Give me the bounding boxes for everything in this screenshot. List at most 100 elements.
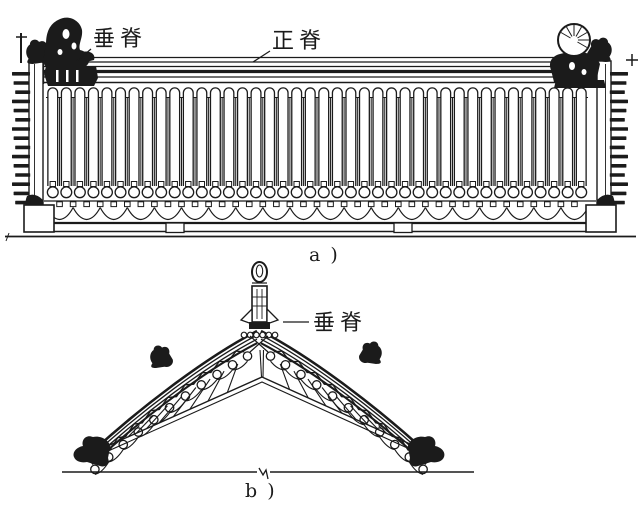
walking-beast-bar	[15, 173, 31, 177]
slope-beast-right	[359, 341, 382, 364]
tile-end-disc	[534, 186, 547, 199]
figure-b-generated-roof	[90, 329, 428, 475]
fan-tile-line	[307, 378, 327, 407]
tile-cap	[293, 181, 300, 187]
tile-cap	[347, 181, 355, 187]
hip-ridge-line	[260, 334, 427, 457]
drip-scallop	[208, 207, 237, 221]
tile-cap	[334, 181, 341, 187]
vertical-ridge-face	[28, 60, 44, 214]
ground-break-gap	[257, 466, 270, 478]
chevron-outer-line	[91, 376, 431, 454]
chiwen-body	[550, 51, 600, 82]
finial-stem	[251, 285, 268, 323]
fan-tile-line	[293, 370, 309, 399]
band-scallop	[270, 360, 424, 475]
fan-tile-line	[172, 387, 197, 417]
label-chuiji-b: 垂脊	[313, 311, 367, 336]
finial-orb-inner	[255, 264, 264, 278]
tile-end-disc	[358, 186, 371, 199]
roof-tile	[304, 87, 316, 186]
merlon	[462, 201, 470, 208]
walking-beast-bar	[15, 118, 31, 122]
label-zhengji: 正脊	[272, 29, 326, 54]
merlon	[449, 201, 456, 208]
walking-beast-bar	[13, 136, 29, 140]
fan-tile-line	[207, 370, 225, 402]
walking-beast-bar	[13, 164, 29, 168]
roof-tile	[291, 87, 303, 186]
tile-end-disc	[277, 186, 290, 199]
merlon	[259, 201, 267, 208]
drip-scallop	[262, 207, 291, 221]
roof-tile	[169, 87, 181, 186]
merlon	[56, 201, 63, 208]
tile-end-disc	[412, 186, 425, 199]
merlon	[327, 201, 334, 208]
merlon	[557, 201, 565, 208]
roof-tile	[264, 87, 276, 186]
tile-cap	[252, 181, 260, 187]
tile-end-disc	[141, 186, 154, 199]
band-disc	[227, 359, 238, 370]
tile-cap	[266, 181, 273, 187]
tile-end-disc	[73, 186, 86, 199]
pedestal-slit	[66, 70, 69, 82]
tile-end-disc	[87, 186, 100, 199]
curl-hatch-lines	[560, 25, 589, 48]
roof-tile	[331, 87, 343, 186]
band-disc	[280, 359, 291, 370]
beam-support-block	[393, 222, 413, 234]
eave-tip-ornament-right	[407, 436, 445, 467]
tile-end-disc	[426, 186, 439, 199]
band-disc	[389, 439, 400, 450]
roof-tile	[372, 87, 384, 186]
band-disc	[327, 391, 338, 401]
walking-beast-bar	[12, 182, 30, 186]
chiwen-marking	[62, 29, 70, 39]
merlon	[489, 201, 497, 208]
tile-end-disc	[439, 186, 452, 199]
walking-beast-bar	[13, 108, 29, 113]
merlon	[218, 201, 226, 208]
fan-tile-line	[226, 363, 239, 393]
merlon	[340, 201, 348, 208]
roof-tile	[155, 87, 167, 186]
walking-beast-bar	[12, 72, 30, 76]
roof-tile	[399, 87, 411, 186]
figure-a-main-ridge-elevation: 垂脊 正脊 a )	[5, 17, 638, 266]
drip-scallop	[316, 207, 345, 221]
walking-beast-bar	[15, 90, 31, 94]
fan-tile-line	[364, 415, 379, 430]
roof-tile	[60, 87, 72, 186]
fan-tile-line	[146, 405, 168, 429]
roof-tile	[548, 87, 560, 186]
tile-end-disc	[575, 186, 588, 199]
tile-end-disc	[100, 186, 114, 199]
finial	[239, 261, 280, 353]
roof-tile	[426, 87, 438, 186]
walking-beast-bar	[15, 145, 31, 150]
roof-tile	[128, 87, 140, 186]
fan-tile-line	[350, 405, 369, 426]
tile-end-disc	[385, 186, 398, 199]
tile-cap	[483, 181, 490, 187]
fan-tile-line	[279, 363, 291, 390]
caption-a: a )	[309, 244, 340, 266]
tile-cap	[103, 181, 111, 187]
tile-end-disc	[209, 186, 222, 199]
fan-tile-line	[158, 396, 183, 424]
fan-tile-line	[189, 378, 211, 410]
gable-edge-strip	[12, 60, 45, 219]
ground-tick	[5, 232, 10, 242]
tile-cap	[510, 181, 517, 187]
tile-end-disc	[222, 186, 235, 199]
drip-scallop	[506, 207, 535, 221]
roof-tile	[494, 87, 506, 186]
tile-cap	[239, 181, 246, 187]
tile-end-disc	[182, 186, 195, 199]
tile-end-disc	[507, 186, 520, 199]
tile-cap	[279, 181, 287, 187]
finial-wing-right	[266, 307, 280, 325]
ground-b	[62, 466, 474, 480]
